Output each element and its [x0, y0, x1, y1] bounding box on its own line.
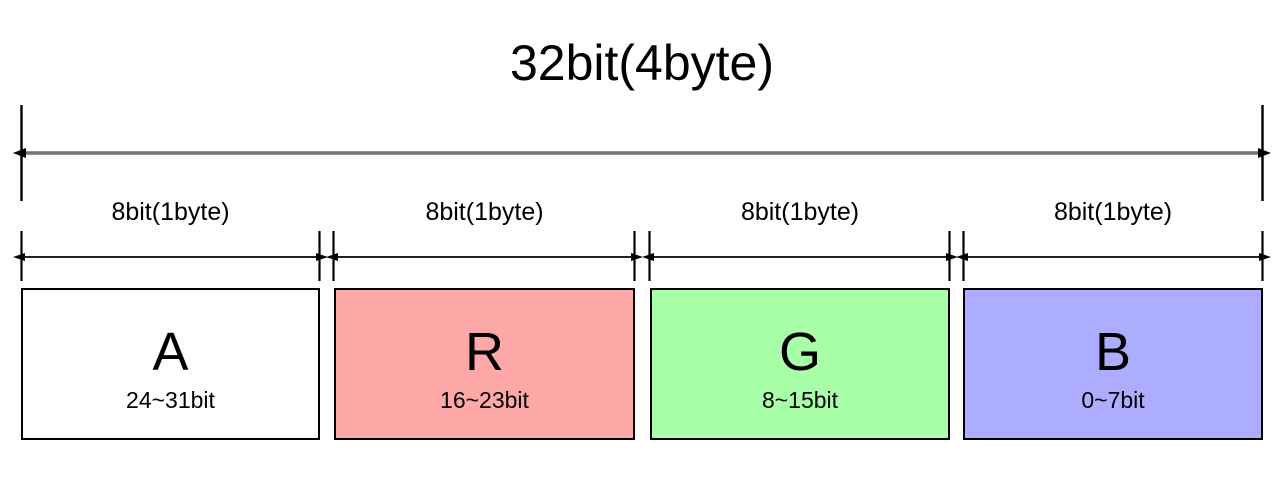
byte-range-green: 8~15bit: [761, 387, 839, 413]
byte-box-green: G 8~15bit: [650, 288, 950, 440]
byte-letter-red: R: [465, 322, 504, 382]
byte-letter-blue: B: [1094, 322, 1132, 382]
byte-letter-green: G: [778, 322, 821, 382]
segment-size-label-r: 8bit(1byte): [425, 198, 544, 226]
byte-box-alpha: A 24~31bit: [21, 288, 320, 440]
byte-box-red: R 16~23bit: [334, 288, 635, 440]
byte-letter-alpha: A: [152, 322, 189, 382]
segment-size-label-b: 8bit(1byte): [1053, 198, 1173, 226]
segment-size-label-g: 8bit(1byte): [740, 198, 860, 226]
byte-box-blue: B 0~7bit: [963, 288, 1263, 440]
segment-size-label-a: 8bit(1byte): [111, 198, 230, 226]
byte-range-blue: 0~7bit: [1081, 387, 1145, 413]
page-title: 32bit(4byte): [509, 35, 775, 91]
byte-range-alpha: 24~31bit: [126, 387, 215, 413]
byte-range-red: 16~23bit: [440, 387, 529, 413]
